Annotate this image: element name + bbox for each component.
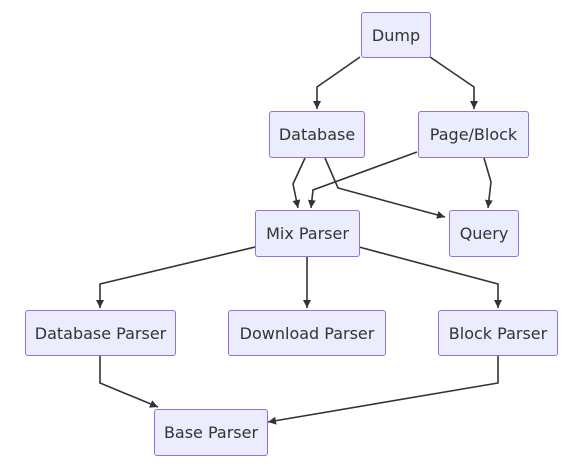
node-dump-label: Dump [371, 25, 421, 45]
node-database[interactable]: Database [269, 111, 365, 158]
edge-database-to-mix-parser [292, 157, 306, 209]
node-query-label: Query [459, 224, 509, 243]
node-base-parser[interactable]: Base Parser [154, 409, 268, 456]
edge-page-block-to-mix-parser [307, 151, 418, 209]
node-download-parser[interactable]: Download Parser [228, 310, 386, 356]
node-query[interactable]: Query [449, 210, 519, 257]
edge-block-parser-to-base-parser [267, 356, 499, 425]
edge-dump-to-database [313, 56, 361, 109]
node-mix-parser[interactable]: Mix Parser [255, 210, 360, 257]
node-dump[interactable]: Dump [361, 12, 431, 58]
edge-database-parser-to-base-parser [99, 356, 159, 408]
node-page-block[interactable]: Page/Block [418, 111, 529, 158]
node-block-parser[interactable]: Block Parser [438, 310, 558, 356]
node-mix-parser-label: Mix Parser [266, 224, 349, 243]
node-page-block-label: Page/Block [429, 125, 518, 144]
node-download-parser-label: Download Parser [239, 323, 375, 343]
node-database-parser[interactable]: Database Parser [25, 310, 176, 356]
node-database-label: Database [278, 125, 356, 144]
edge-dump-to-page-block [429, 56, 478, 109]
edge-page-block-to-query [483, 157, 493, 209]
edge-database-to-query [324, 157, 446, 219]
node-block-parser-label: Block Parser [448, 323, 548, 343]
node-base-parser-label: Base Parser [163, 423, 259, 442]
edge-mix-parser-to-database-parser [96, 246, 256, 308]
edge-mix-parser-to-block-parser [358, 246, 502, 308]
node-database-parser-label: Database Parser [34, 323, 167, 343]
